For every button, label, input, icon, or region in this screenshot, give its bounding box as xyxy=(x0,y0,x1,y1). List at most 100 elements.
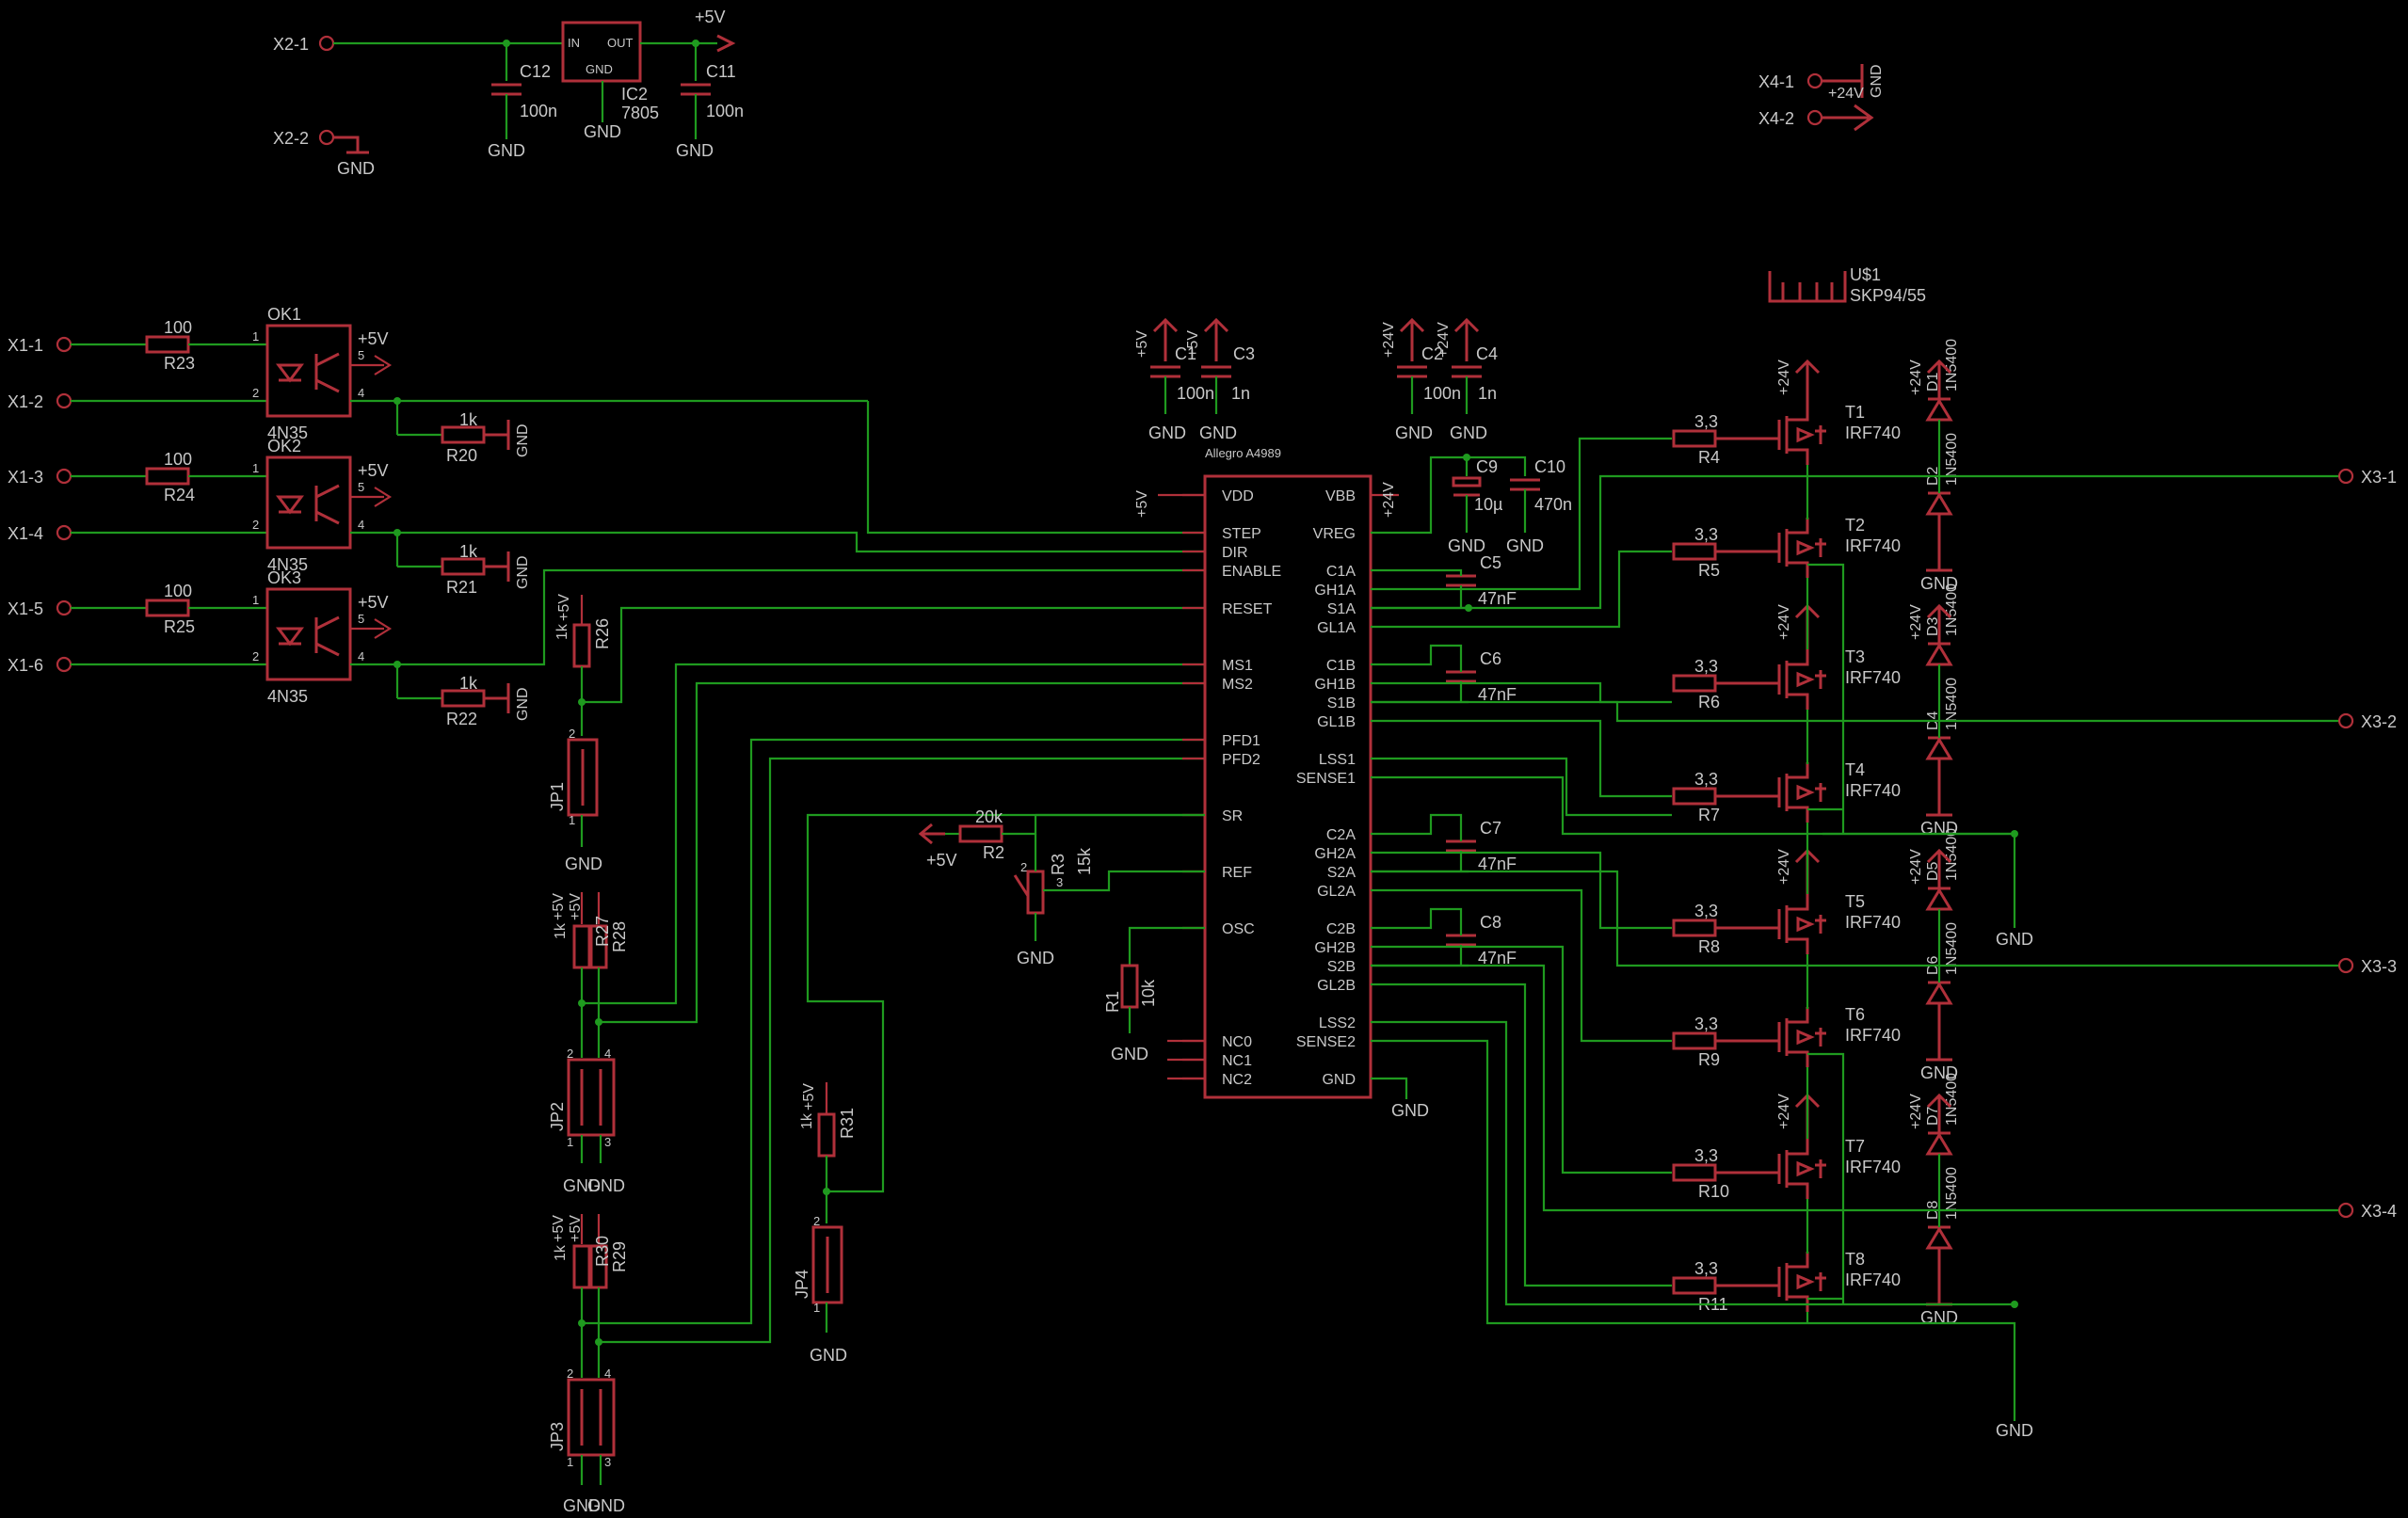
driver-pin-sense2: SENSE2 xyxy=(1296,1034,1356,1050)
jumper-jp2[interactable] xyxy=(567,1058,616,1137)
gate-resistor-value: 3,3 xyxy=(1694,1259,1718,1278)
driver-pin-gl1a: GL1A xyxy=(1317,620,1356,636)
resistor-r26 xyxy=(572,623,591,668)
resistor-r3-value: 15k xyxy=(1075,847,1094,875)
regulator-name: IC2 xyxy=(621,85,648,104)
mosfet-name: T5 xyxy=(1845,892,1865,911)
gnd-label: GND xyxy=(563,1176,601,1195)
jumper-jp3[interactable] xyxy=(567,1378,616,1457)
supply-24v-label: +24V xyxy=(1776,849,1792,885)
connector-x1-3-pad[interactable] xyxy=(56,468,72,485)
driver-pin-dir: DIR xyxy=(1222,545,1248,561)
connector-x1-2-pad[interactable] xyxy=(56,392,72,409)
cap-c4-name: C4 xyxy=(1476,344,1498,363)
connector-x1-6-pad[interactable] xyxy=(56,656,72,673)
cap-c2-name: C2 xyxy=(1421,344,1443,363)
connector-x3-3-pad[interactable] xyxy=(2337,957,2354,974)
gnd-label: GND xyxy=(1017,949,1054,967)
diode-name: D3 xyxy=(1925,616,1941,636)
pin-number: 2 xyxy=(569,727,575,741)
connector-x3-1-pad[interactable] xyxy=(2337,468,2354,485)
mosfet-name: T2 xyxy=(1845,516,1865,535)
jumper-jp3-name: JP3 xyxy=(548,1422,567,1451)
resistor-r25 xyxy=(145,599,190,617)
cap-c9-value: 10µ xyxy=(1474,495,1502,514)
supply-5v-label: +5V xyxy=(551,1215,567,1242)
resistor-r27 xyxy=(572,924,591,969)
gnd-label: GND xyxy=(1450,423,1487,442)
supply-5v-label: +5V xyxy=(801,1083,817,1111)
connector-x3-2-label: X3-2 xyxy=(2361,712,2397,731)
resistor-r30-name: R30 xyxy=(593,1236,612,1267)
connector-x2-2-pad[interactable] xyxy=(318,129,335,146)
connector-x4-1-pad[interactable] xyxy=(1806,72,1823,89)
gnd-label: GND xyxy=(1395,423,1433,442)
driver-pin-lss2: LSS2 xyxy=(1319,1015,1356,1031)
resistor-r1 xyxy=(1120,964,1139,1009)
connector-x3-2-pad[interactable] xyxy=(2337,712,2354,729)
resistor-r20-value: 1k xyxy=(459,410,478,429)
gate-resistor xyxy=(1672,542,1717,561)
connector-x2-1-pad[interactable] xyxy=(318,35,335,52)
gnd-label: GND xyxy=(565,855,602,873)
supply-5v-label: +5V xyxy=(551,893,567,920)
resistor-r1-value: 10k xyxy=(1139,979,1158,1007)
supply-5v-label: +5V xyxy=(358,593,389,612)
diode-name: D1 xyxy=(1925,372,1941,391)
resistor-r2 xyxy=(958,824,1003,843)
gnd-label: GND xyxy=(584,122,621,141)
driver-a4989: Allegro A4989 VDDSTEPDIRENABLERESETMS1MS… xyxy=(1134,446,1429,1120)
connector-x3-4-pad[interactable] xyxy=(2337,1202,2354,1219)
gnd-label: GND xyxy=(1869,64,1885,98)
resistor-r31-value: 1k xyxy=(799,1112,815,1129)
mosfet-type: IRF740 xyxy=(1845,536,1901,555)
gnd-label: GND xyxy=(337,159,375,178)
gnd-label: GND xyxy=(1199,423,1237,442)
resistor-r25-name: R25 xyxy=(164,617,195,636)
cap-c3-value: 1n xyxy=(1231,384,1250,403)
power-input-x4: X4-1 +24V GND X4-2 xyxy=(1758,64,1885,132)
cap-c4-value: 1n xyxy=(1478,384,1497,403)
connector-x1-5-pad[interactable] xyxy=(56,599,72,616)
cap-c9-plate xyxy=(1452,476,1482,487)
diode-type: 1N5400 xyxy=(1944,583,1960,636)
gate-resistor-value: 3,3 xyxy=(1694,525,1718,544)
mosfet-type: IRF740 xyxy=(1845,423,1901,442)
connector-x4-2-label: X4-2 xyxy=(1758,109,1794,128)
potentiometer-r3[interactable] xyxy=(1026,870,1045,915)
gate-resistor-name: R8 xyxy=(1698,937,1720,956)
resistor-r2-name: R2 xyxy=(983,843,1004,862)
cap-c6-value: 47nF xyxy=(1478,685,1517,704)
diode-type: 1N5400 xyxy=(1944,678,1960,730)
mosfet-name: T1 xyxy=(1845,403,1865,422)
resistor-r22-name: R22 xyxy=(446,710,477,728)
resistor-r26-value: 1k xyxy=(554,623,570,640)
connector-x1-4-pad[interactable] xyxy=(56,524,72,541)
pin-number: 2 xyxy=(567,1366,573,1381)
resistor-value: 1k xyxy=(553,922,569,939)
gate-resistor-value: 3,3 xyxy=(1694,770,1718,789)
supply-5v-label: +5V xyxy=(926,851,957,870)
connector-x1-1-pad[interactable] xyxy=(56,336,72,353)
driver-pin-s2b: S2B xyxy=(1327,959,1356,975)
resistor-r23-value: 100 xyxy=(164,318,192,337)
opto-to-driver-wires xyxy=(397,401,1205,666)
connector-x1-2-label: X1-2 xyxy=(8,392,43,411)
pin-number: 2 xyxy=(1020,860,1027,874)
supply-5v-label: +5V xyxy=(1185,330,1201,358)
pin-number: 3 xyxy=(604,1135,611,1149)
driver-pin-ms2: MS2 xyxy=(1222,677,1253,693)
pin-number: 1 xyxy=(252,593,259,607)
connector-x4-2-pad[interactable] xyxy=(1806,109,1823,126)
mosfet-type: IRF740 xyxy=(1845,668,1901,687)
resistor-r3-name: R3 xyxy=(1049,854,1068,875)
regulator-value: 7805 xyxy=(621,104,659,122)
gnd-label: GND xyxy=(1996,930,2033,949)
regulator-pin-gnd: GND xyxy=(586,62,613,76)
power-supply-section: X2-1 IN OUT GND IC2 7805 +5V GND C12 100… xyxy=(273,8,744,178)
gate-resistor-name: R6 xyxy=(1698,693,1720,711)
